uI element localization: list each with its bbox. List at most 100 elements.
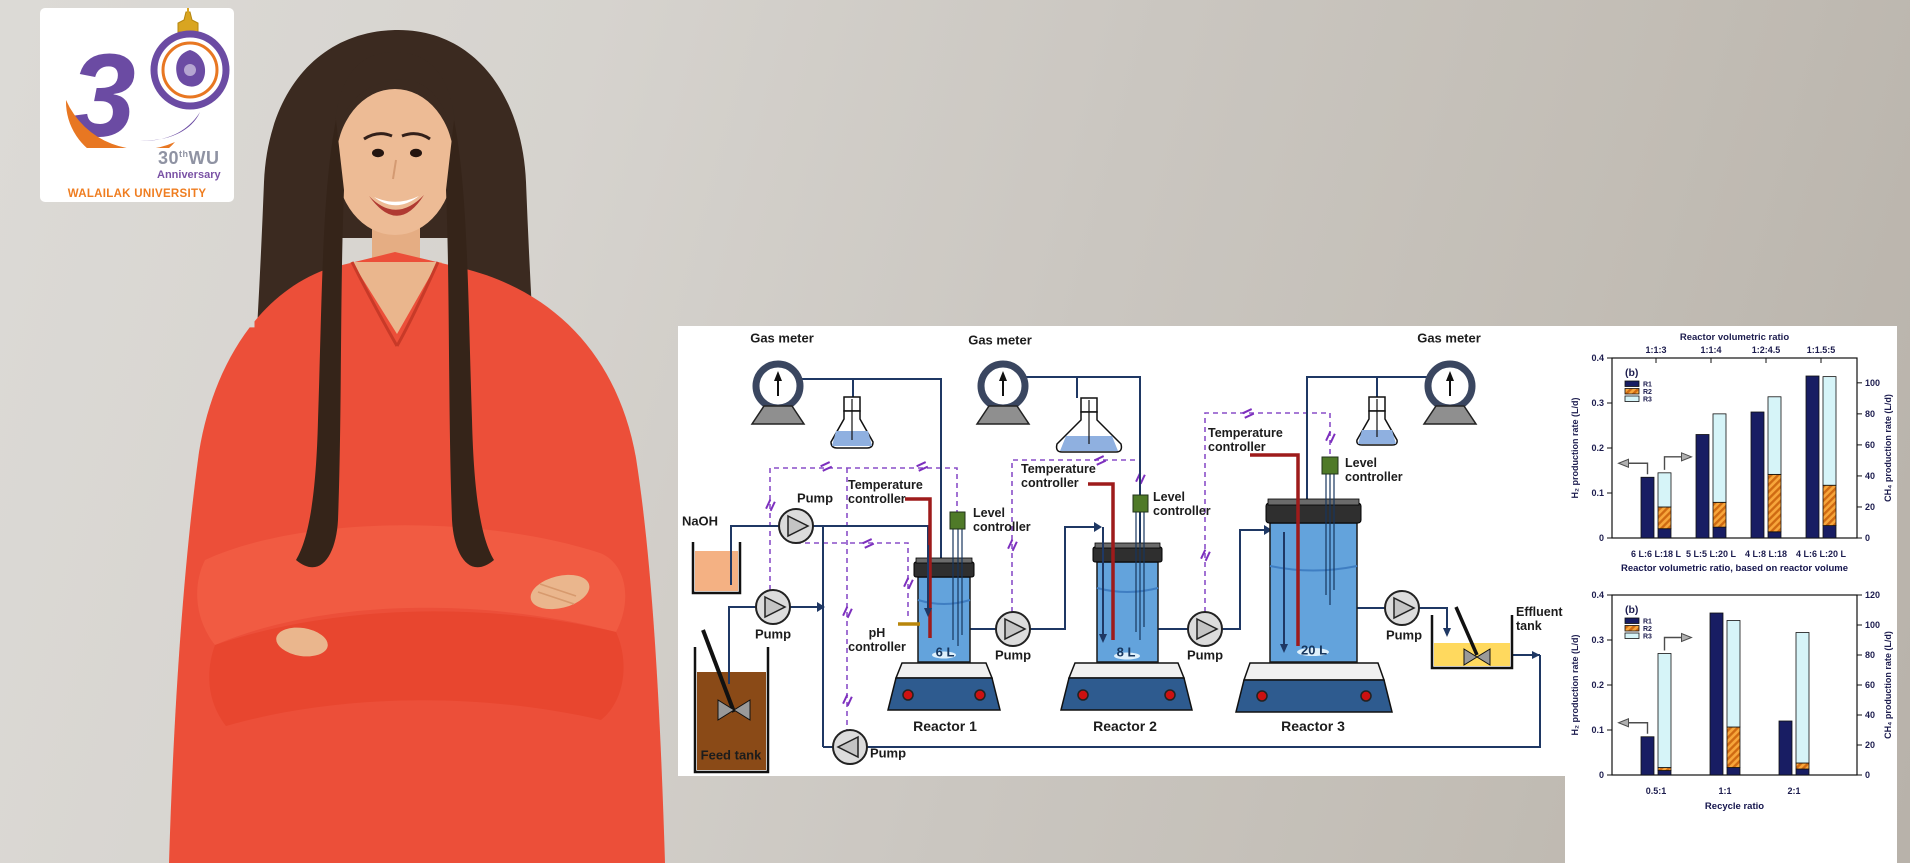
svg-text:0.3: 0.3 bbox=[1591, 398, 1604, 408]
svg-text:0.2: 0.2 bbox=[1591, 443, 1604, 453]
reactor-3-volume: 20 L bbox=[1300, 642, 1328, 658]
svg-text:Recycle ratio: Recycle ratio bbox=[1705, 801, 1764, 812]
svg-text:20: 20 bbox=[1865, 740, 1875, 750]
svg-text:(b): (b) bbox=[1625, 604, 1638, 616]
svg-text:1:1: 1:1 bbox=[1718, 786, 1731, 796]
ch4-stack-segment bbox=[1657, 506, 1672, 530]
gas-meter-label-2: Gas meter bbox=[968, 332, 1032, 348]
effluent-tank bbox=[1430, 606, 1514, 670]
svg-text:0: 0 bbox=[1599, 533, 1604, 543]
ch4-stack-segment bbox=[1767, 473, 1782, 533]
ch4-stack-segment bbox=[1712, 526, 1727, 539]
pump-label-6: Pump bbox=[869, 745, 907, 761]
h2-bar bbox=[1640, 476, 1655, 539]
ch4-stack-segment bbox=[1657, 770, 1672, 776]
svg-text:0.1: 0.1 bbox=[1591, 725, 1604, 735]
svg-text:1:2:4.5: 1:2:4.5 bbox=[1752, 345, 1781, 355]
svg-text:2:1: 2:1 bbox=[1787, 786, 1800, 796]
svg-text:H₂ production rate (L/d): H₂ production rate (L/d) bbox=[1570, 635, 1580, 736]
temperature-controller-label-1: Temperature controller bbox=[848, 478, 923, 507]
naoh-tank bbox=[691, 529, 742, 595]
svg-text:40: 40 bbox=[1865, 471, 1875, 481]
gas-meter-label-1: Gas meter bbox=[750, 330, 814, 346]
svg-text:0.3: 0.3 bbox=[1591, 635, 1604, 645]
ch4-stack-segment bbox=[1657, 653, 1672, 768]
flow-lines bbox=[728, 376, 1541, 748]
svg-text:0: 0 bbox=[1865, 533, 1870, 543]
ch4-stack-segment bbox=[1795, 762, 1810, 770]
gas-meter-icon-3 bbox=[1424, 364, 1476, 424]
svg-text:R3: R3 bbox=[1643, 634, 1652, 641]
diagram-panel: Gas meter Gas meter Gas meter NaOH Pump … bbox=[678, 326, 1565, 776]
ch4-stack-segment bbox=[1795, 768, 1810, 776]
reactor-2-label: Reactor 2 bbox=[1093, 718, 1157, 734]
svg-text:1:1:3: 1:1:3 bbox=[1645, 345, 1666, 355]
blazer bbox=[169, 252, 665, 863]
gas-meter-icon-1 bbox=[752, 364, 804, 424]
svg-text:R2: R2 bbox=[1643, 626, 1652, 633]
h2-bar bbox=[1805, 375, 1820, 539]
ch4-stack-segment bbox=[1822, 376, 1837, 486]
svg-text:Reactor volumetric ratio, base: Reactor volumetric ratio, based on react… bbox=[1621, 563, 1848, 574]
h2-bar bbox=[1750, 411, 1765, 539]
temperature-probes bbox=[905, 453, 1300, 646]
svg-text:20: 20 bbox=[1865, 502, 1875, 512]
gas-meter-icon-2 bbox=[977, 364, 1029, 424]
level-controller-label-1: Level controller bbox=[973, 506, 1031, 535]
svg-text:CH₄ production rate (L/d): CH₄ production rate (L/d) bbox=[1883, 394, 1893, 502]
effluent-tank-label: Effluent tank bbox=[1516, 605, 1563, 634]
svg-text:CH₄ production rate (L/d): CH₄ production rate (L/d) bbox=[1883, 631, 1893, 739]
flow-arrowheads bbox=[817, 522, 1540, 659]
process-diagram bbox=[691, 326, 1541, 774]
svg-text:100: 100 bbox=[1865, 378, 1880, 388]
svg-text:R1: R1 bbox=[1643, 619, 1652, 626]
logo-emblem: 3 bbox=[65, 8, 230, 164]
pump-icon-recycle bbox=[832, 729, 868, 765]
flask-1 bbox=[830, 396, 874, 449]
svg-text:H₂ production rate (L/d): H₂ production rate (L/d) bbox=[1570, 398, 1580, 499]
svg-text:0.5:1: 0.5:1 bbox=[1646, 786, 1667, 796]
ch4-stack-segment bbox=[1657, 472, 1672, 508]
ch4-stack-segment bbox=[1767, 396, 1782, 475]
svg-text:60: 60 bbox=[1865, 680, 1875, 690]
ch4-stack-segment bbox=[1726, 767, 1741, 776]
feed-tank bbox=[693, 607, 770, 774]
hair-front bbox=[296, 52, 494, 568]
pump-label-2: Pump bbox=[754, 626, 792, 642]
svg-text:4 L:8 L:18: 4 L:8 L:18 bbox=[1745, 549, 1787, 559]
svg-text:1:1.5:5: 1:1.5:5 bbox=[1807, 345, 1836, 355]
ch4-stack-segment bbox=[1712, 501, 1727, 528]
ch4-stack-segment bbox=[1822, 484, 1837, 526]
svg-text:0: 0 bbox=[1599, 770, 1604, 780]
temperature-controller-label-2: Temperature controller bbox=[1021, 462, 1096, 491]
gas-meter-label-3: Gas meter bbox=[1417, 330, 1481, 346]
svg-text:0.2: 0.2 bbox=[1591, 680, 1604, 690]
ch4-stack-segment bbox=[1726, 726, 1741, 768]
h2-bar bbox=[1695, 434, 1710, 539]
svg-text:100: 100 bbox=[1865, 620, 1880, 630]
pump-icon-r1-r2 bbox=[995, 611, 1031, 647]
line-break-marks bbox=[765, 408, 1336, 707]
svg-text:0.4: 0.4 bbox=[1591, 590, 1604, 600]
woman-photo bbox=[169, 29, 665, 863]
reactor-2-vessel bbox=[1060, 512, 1193, 711]
ch4-stack-segment bbox=[1822, 525, 1837, 539]
level-controller-label-3: Level controller bbox=[1345, 456, 1403, 485]
ch4-stack-segment bbox=[1726, 620, 1741, 728]
flask-3 bbox=[1356, 396, 1398, 446]
ph-controller-label: pH controller bbox=[848, 626, 906, 655]
feed-tank-label: Feed tank bbox=[700, 747, 762, 763]
svg-text:1:1:4: 1:1:4 bbox=[1700, 345, 1721, 355]
ch4-stack-segment bbox=[1795, 632, 1810, 764]
flask-2 bbox=[1055, 397, 1123, 453]
svg-text:80: 80 bbox=[1865, 650, 1875, 660]
pump-icon-feed bbox=[755, 589, 791, 625]
temperature-controller-label-3: Temperature controller bbox=[1208, 426, 1283, 455]
reactor-1-volume: 6 L bbox=[935, 644, 955, 660]
pump-label-5: Pump bbox=[1385, 627, 1423, 643]
svg-text:R1: R1 bbox=[1643, 382, 1652, 389]
svg-text:4 L:6 L:20 L: 4 L:6 L:20 L bbox=[1796, 549, 1847, 559]
naoh-label: NaOH bbox=[681, 513, 719, 529]
